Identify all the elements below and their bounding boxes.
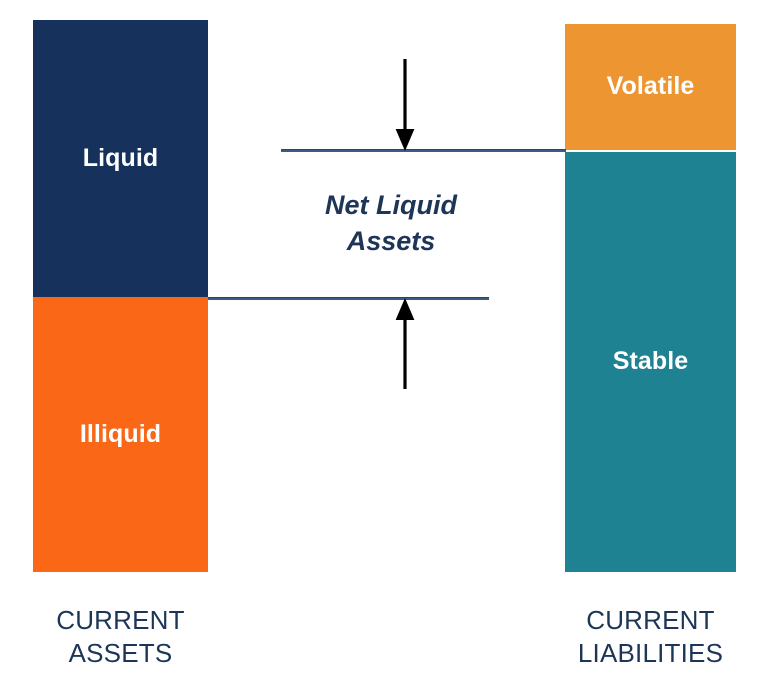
bar-segment-illiquid-label: Illiquid	[79, 419, 162, 448]
bar-segment-liquid: Liquid	[33, 20, 208, 297]
bar-segment-liquid-label: Liquid	[82, 143, 159, 172]
net-liquid-assets-caption: Net Liquid Assets	[283, 188, 499, 259]
volatile-liabilities-boundary-rule	[281, 149, 566, 152]
bar-segment-stable: Stable	[565, 152, 736, 572]
axis-label-current-liabilities: CURRENT LIABILITIES	[543, 604, 758, 669]
bar-segment-stable-label: Stable	[612, 347, 689, 376]
down-arrow-icon	[391, 59, 419, 151]
bar-segment-volatile: Volatile	[565, 24, 736, 150]
liquid-assets-boundary-rule	[208, 297, 489, 300]
net-liquid-assets-caption-line2: Assets	[346, 225, 436, 256]
net-liquid-assets-caption-line1: Net Liquid	[325, 190, 457, 220]
axis-label-current-liabilities-line2: LIABILITIES	[577, 637, 724, 668]
bar-segment-illiquid: Illiquid	[33, 297, 208, 572]
axis-label-current-assets-line1: CURRENT	[56, 605, 185, 635]
axis-label-current-assets-line2: ASSETS	[68, 637, 173, 668]
bar-segment-volatile-label: Volatile	[606, 72, 695, 101]
axis-label-current-assets: CURRENT ASSETS	[33, 604, 208, 669]
up-arrow-icon	[391, 298, 419, 389]
axis-label-current-liabilities-line1: CURRENT	[586, 605, 715, 635]
